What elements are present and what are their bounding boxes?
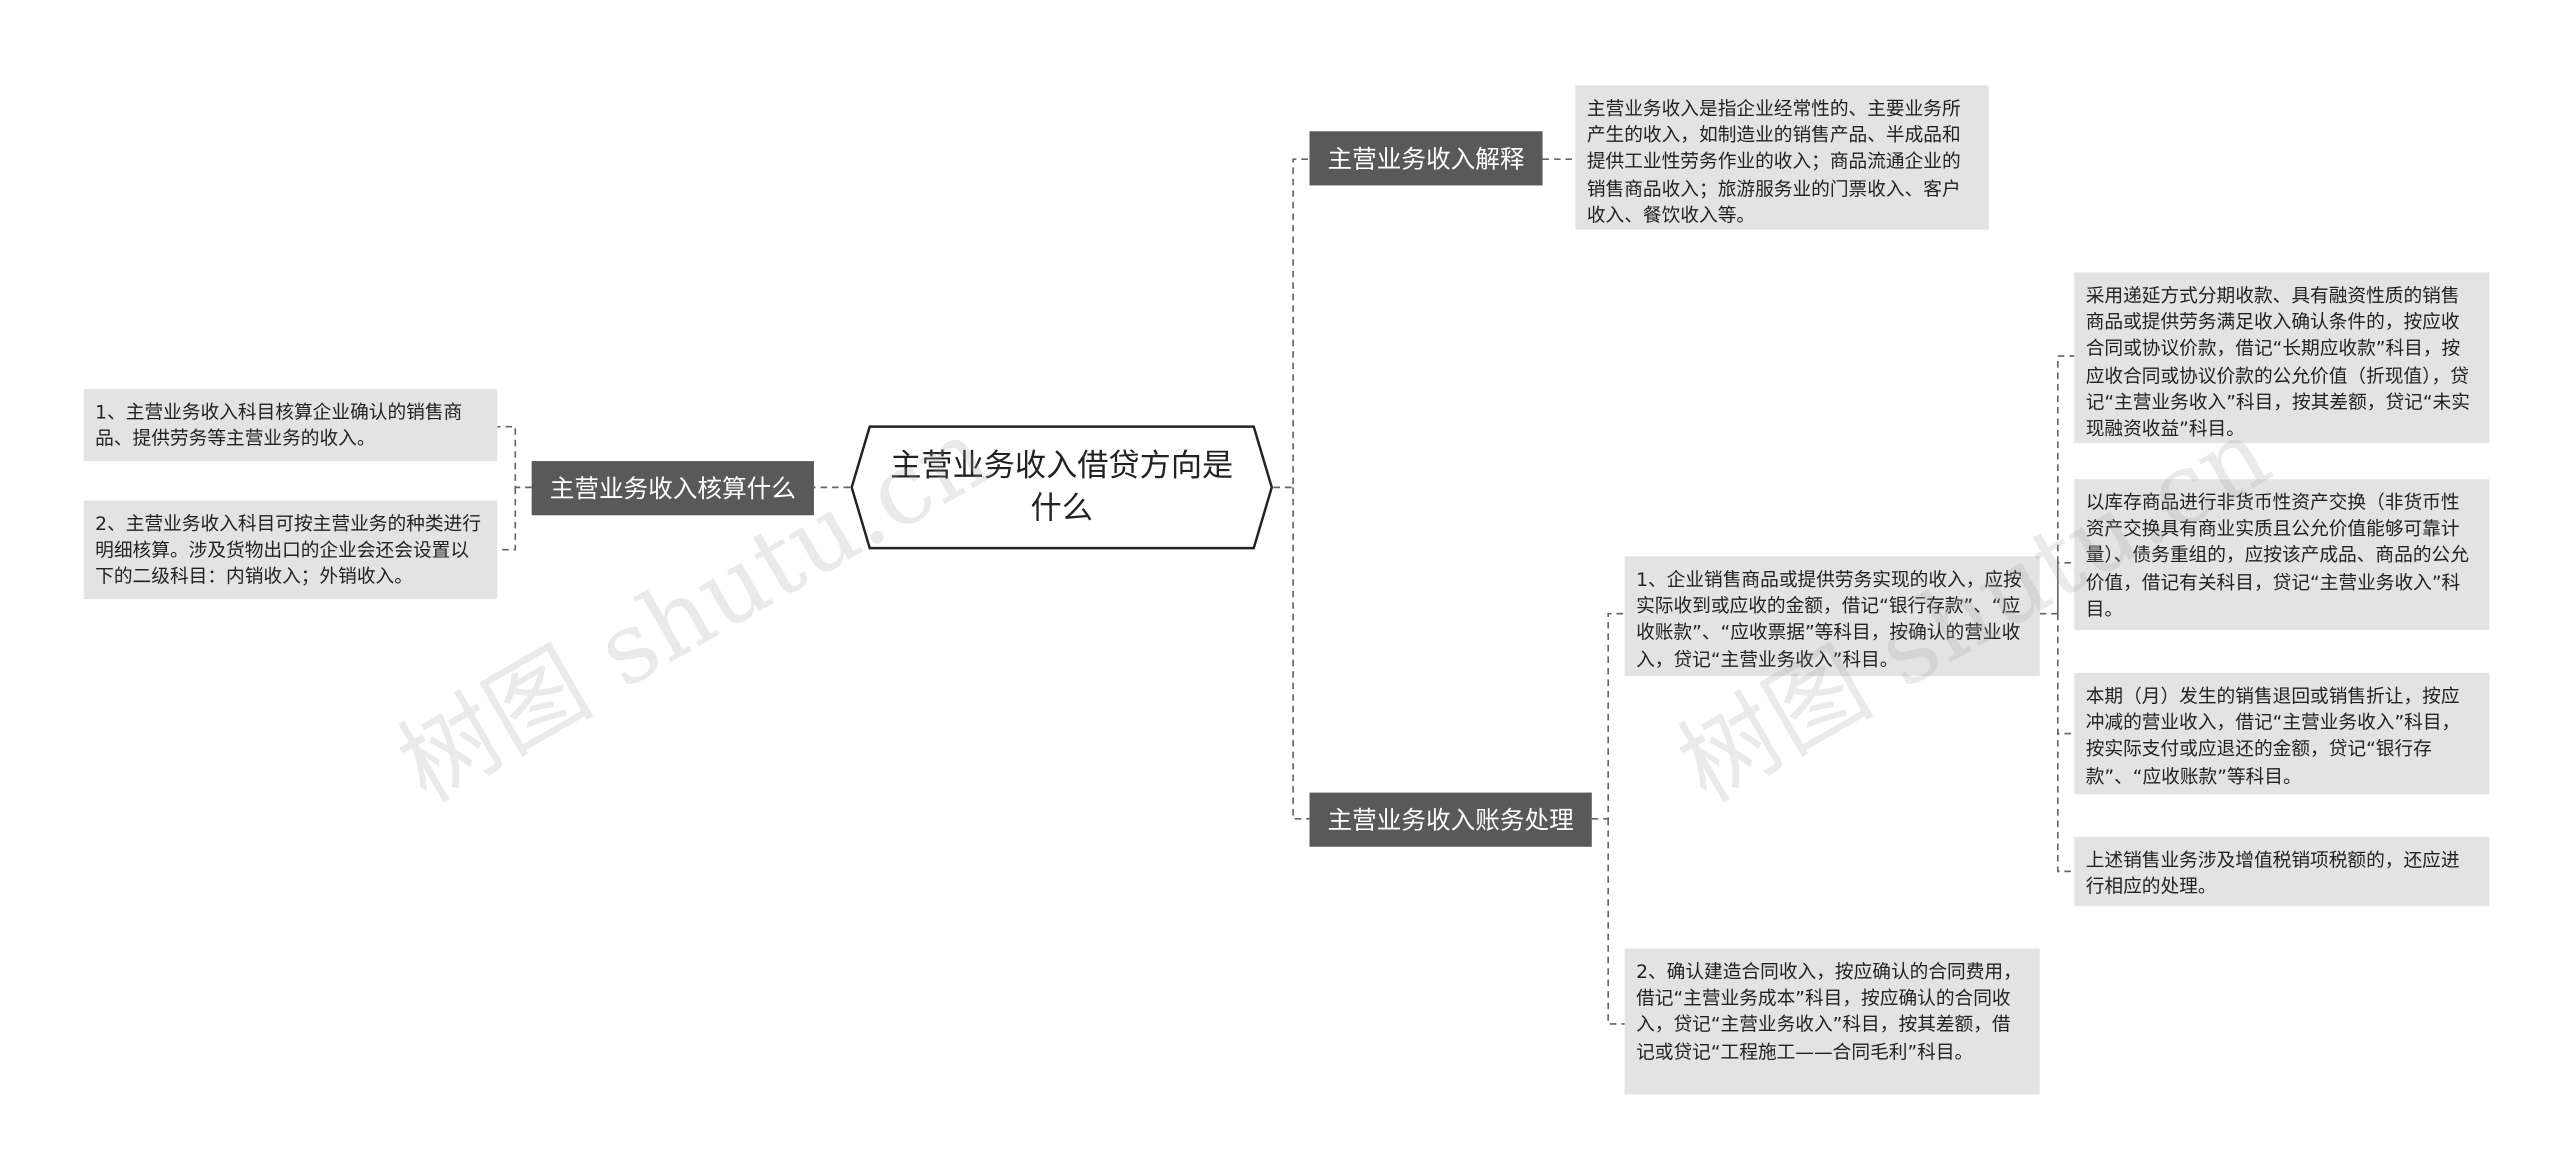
root-node[interactable]: 主营业务收入借贷方向是什么 — [850, 425, 1274, 550]
connector-item1-details — [2039, 355, 2075, 873]
accounting-item-2-text: 2、确认建造合同收入，按应确认的合同费用，借记“主营业务成本”科目，按应确认的合… — [1636, 959, 2022, 1063]
topic-explain-label: 主营业务收入解释 — [1327, 143, 1525, 174]
topic-left-label: 主营业务收入核算什么 — [549, 473, 796, 503]
detail-leaf-2-text: 以库存商品进行非货币性资产交换（非货币性资产交换具有商业实质且公允价值能够可靠计… — [2085, 490, 2469, 620]
detail-leaf-3[interactable]: 本期（月）发生的销售退回或销售折让，按应冲减的营业收入，借记“主营业务收入”科目… — [2074, 672, 2490, 795]
root-title: 主营业务收入借贷方向是什么 — [890, 447, 1234, 527]
root-hexagon-shape — [850, 425, 1274, 550]
topic-accounting-label: 主营业务收入账务处理 — [1327, 804, 1574, 835]
topic-left-core[interactable]: 主营业务收入核算什么 — [531, 461, 814, 516]
connector-left-leaves — [497, 425, 532, 551]
explain-leaf[interactable]: 主营业务收入是指企业经常性的、主要业务所产生的收入，如制造业的销售产品、半成品和… — [1575, 85, 1989, 230]
detail-leaf-1-text: 采用递延方式分期收款、具有融资性质的销售商品或提供劳务满足收入确认条件的，按应收… — [2085, 283, 2470, 440]
detail-leaf-4-text: 上述销售业务涉及增值税销项税额的，还应进行相应的处理。 — [2085, 848, 2460, 898]
connector-accounting-items — [1591, 612, 1625, 1025]
accounting-item-1-text: 1、企业销售商品或提供劳务实现的收入，应按实际收到或应收的金额，借记“银行存款”… — [1636, 567, 2022, 671]
left-leaf-1[interactable]: 1、主营业务收入科目核算企业确认的销售商品、提供劳务等主营业务的收入。 — [83, 388, 498, 462]
detail-leaf-1[interactable]: 采用递延方式分期收款、具有融资性质的销售商品或提供劳务满足收入确认条件的，按应收… — [2074, 272, 2490, 444]
connector-root-right — [1273, 158, 1310, 820]
accounting-item-1[interactable]: 1、企业销售商品或提供劳务实现的收入，应按实际收到或应收的金额，借记“银行存款”… — [1624, 556, 2040, 677]
left-leaf-2[interactable]: 2、主营业务收入科目可按主营业务的种类进行明细核算。涉及货物出口的企业会还会设置… — [83, 500, 498, 599]
left-leaf-1-text: 1、主营业务收入科目核算企业确认的销售商品、提供劳务等主营业务的收入。 — [95, 400, 463, 450]
detail-leaf-2[interactable]: 以库存商品进行非货币性资产交换（非货币性资产交换具有商业实质且公允价值能够可靠计… — [2074, 479, 2490, 631]
topic-accounting[interactable]: 主营业务收入账务处理 — [1309, 792, 1592, 847]
accounting-item-2[interactable]: 2、确认建造合同收入，按应确认的合同费用，借记“主营业务成本”科目，按应确认的合… — [1624, 948, 2040, 1095]
detail-leaf-3-text: 本期（月）发生的销售退回或销售折让，按应冲减的营业收入，借记“主营业务收入”科目… — [2085, 684, 2461, 788]
detail-leaf-4[interactable]: 上述销售业务涉及增值税销项税额的，还应进行相应的处理。 — [2074, 836, 2490, 906]
explain-leaf-text: 主营业务收入是指企业经常性的、主要业务所产生的收入，如制造业的销售产品、半成品和… — [1586, 96, 1961, 227]
topic-explain[interactable]: 主营业务收入解释 — [1309, 131, 1543, 186]
left-leaf-2-text: 2、主营业务收入科目可按主营业务的种类进行明细核算。涉及货物出口的企业会还会设置… — [95, 511, 481, 589]
